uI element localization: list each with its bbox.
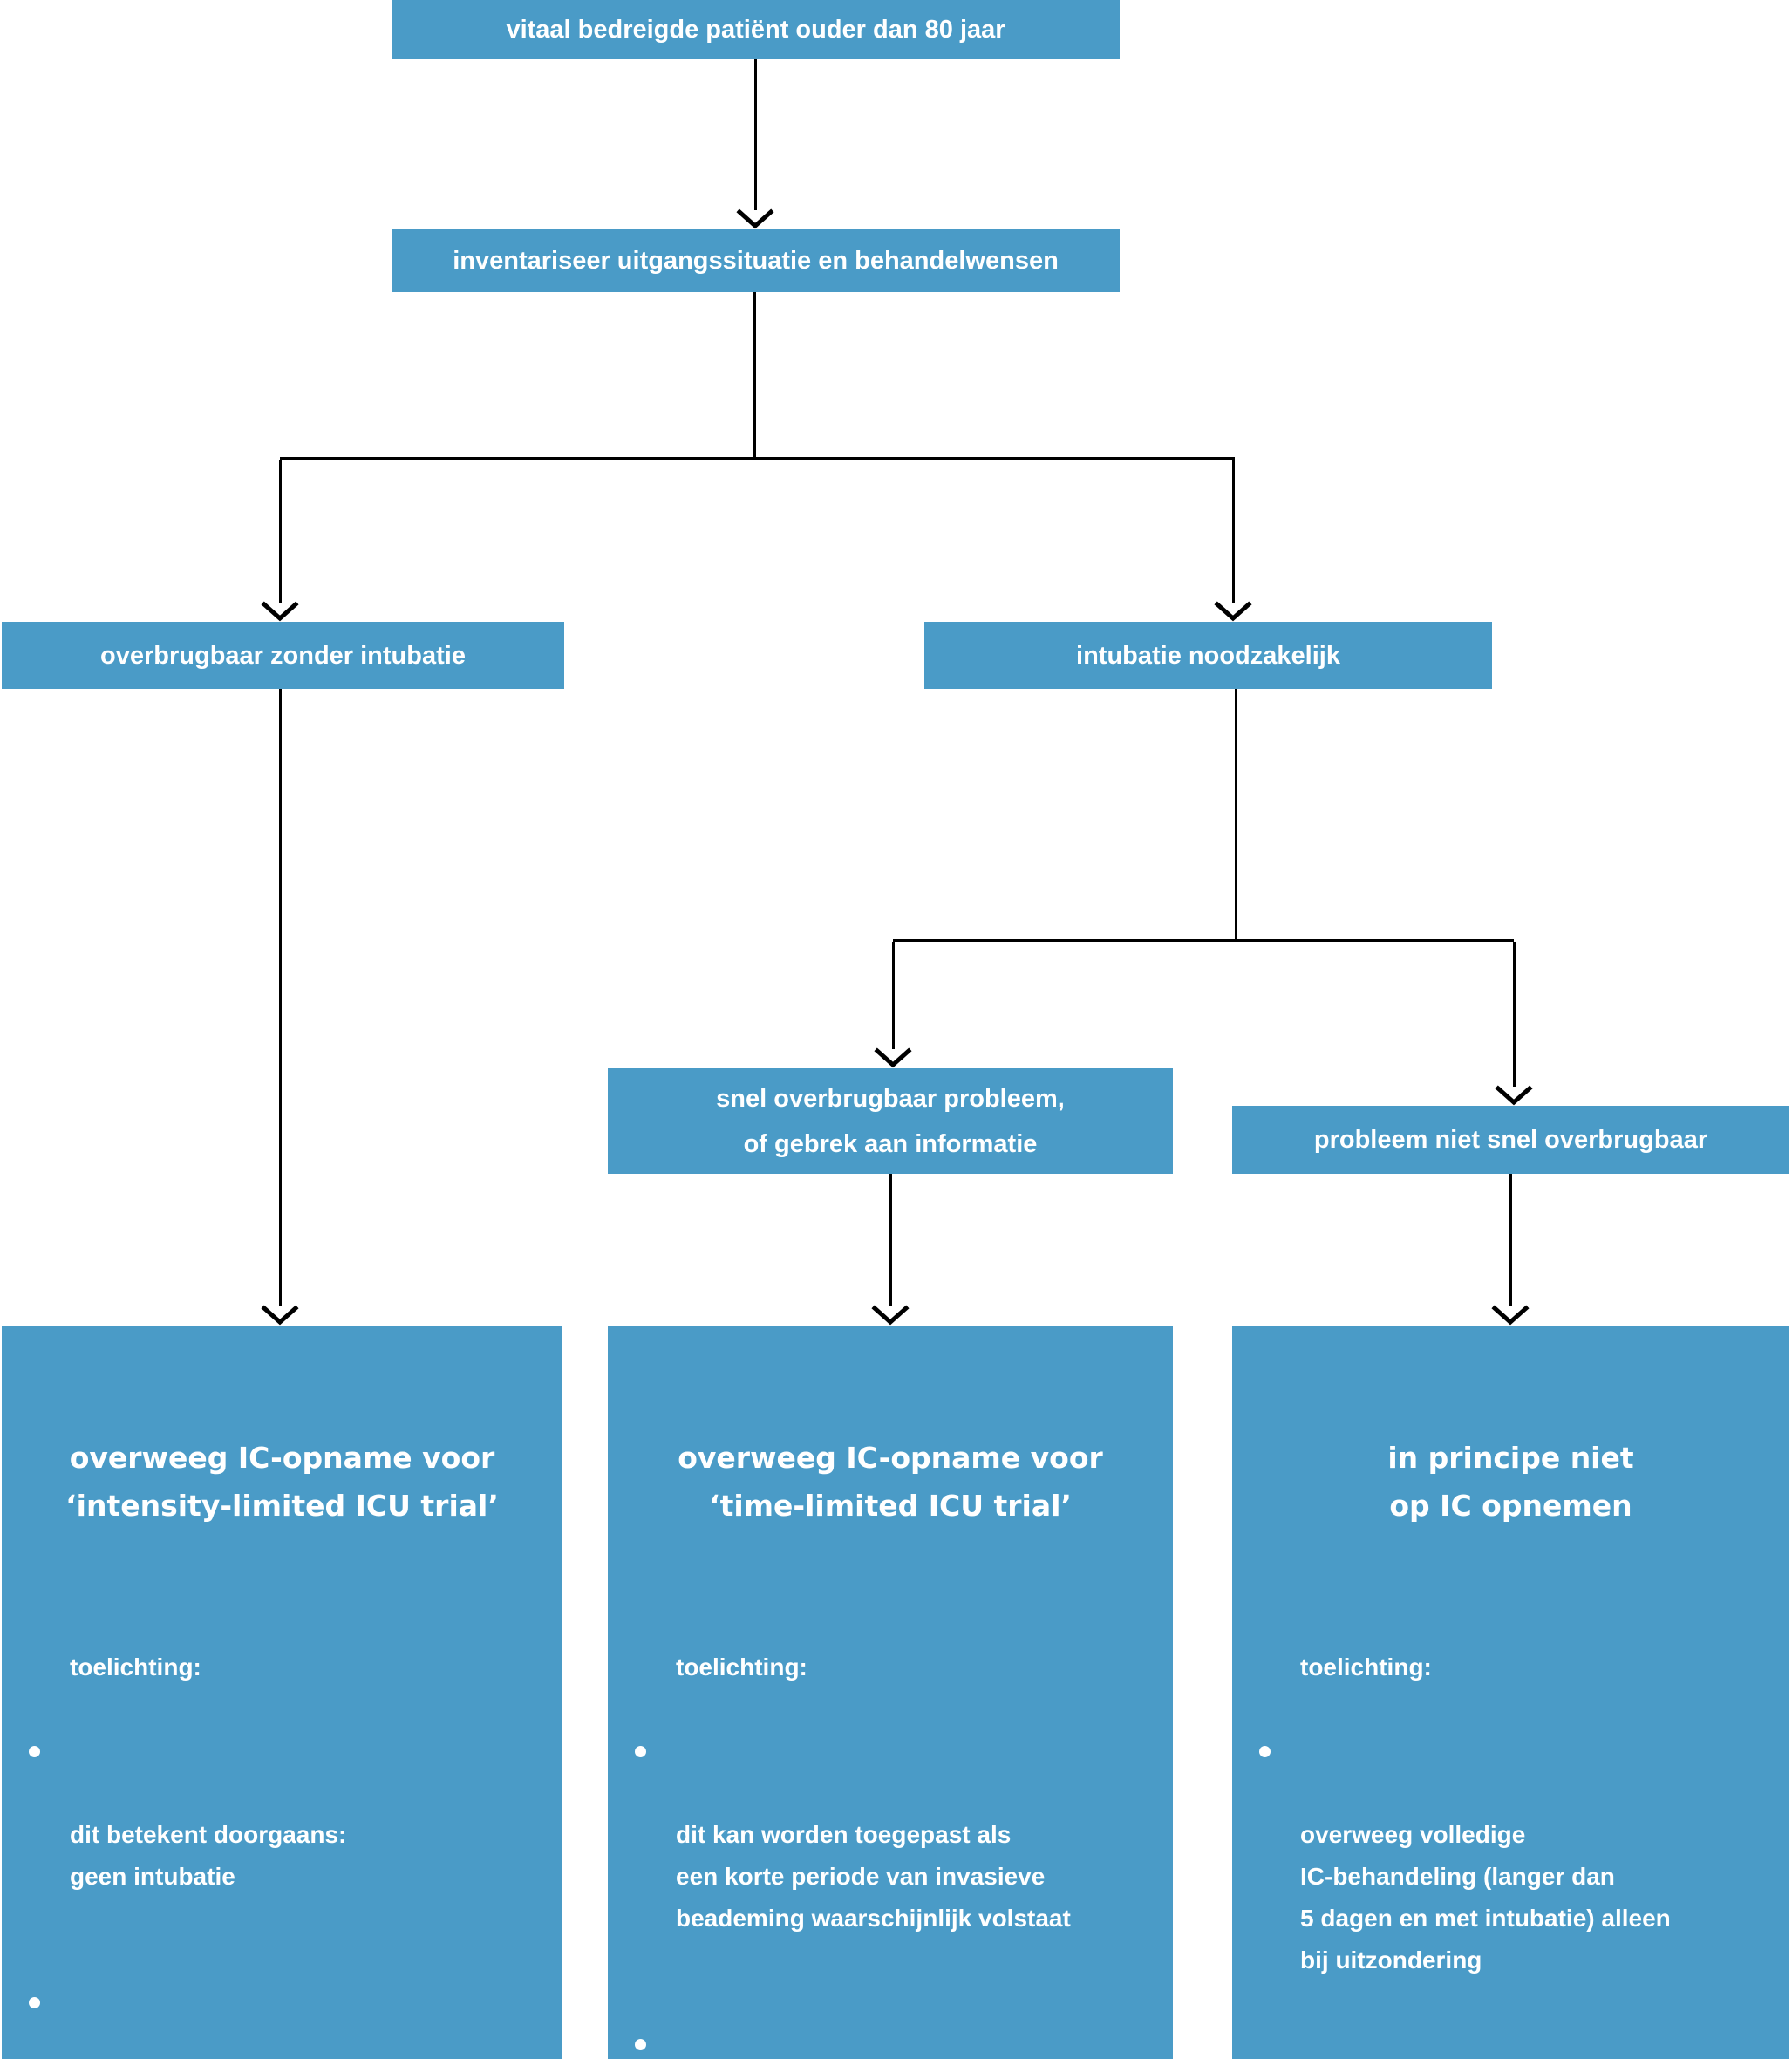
outcome-intensity-limited-trial: overweeg IC-opname voor ‘intensity-limit…: [2, 1326, 562, 2059]
node-assess: inventariseer uitgangssituatie en behand…: [392, 229, 1120, 292]
bullet-dot: [635, 2039, 646, 2050]
outcome-title: overweeg IC-opname voor ‘intensity-limit…: [65, 1441, 499, 1523]
bullet-text: dit betekent doorgaans: geen intubatie: [70, 1821, 347, 1890]
bullet-text: overweeg volledige IC-behandeling (lange…: [1300, 1821, 1671, 1974]
node-quickly-bridgeable-problem: snel overbrugbaar probleem, of gebrek aa…: [608, 1068, 1173, 1174]
note-label: toelichting:: [676, 1653, 807, 1681]
bullet-dot: [29, 1746, 40, 1757]
arrow-to-outcome-time-limited: [871, 1174, 910, 1326]
note-label: toelichting:: [1300, 1653, 1432, 1681]
arrow-head-icon: [1214, 601, 1252, 622]
arrow-shaft: [278, 460, 282, 603]
outcome-body: toelichting: overweeg volledige IC-behan…: [1232, 1605, 1789, 2066]
note-label: toelichting:: [70, 1653, 201, 1681]
arrow-head-icon: [874, 1047, 912, 1068]
arrow-shaft: [891, 942, 895, 1049]
arrow-shaft: [889, 1174, 892, 1306]
arrow-shaft: [1509, 1174, 1512, 1306]
node-intubation-necessary: intubatie noodzakelijk: [924, 622, 1492, 689]
arrow-shaft: [753, 59, 757, 210]
arrow-shaft: [278, 689, 282, 1306]
arrow-head-icon: [1495, 1085, 1533, 1106]
bullet-item: geef wel behandelingen als zuurstof (‘hi…: [29, 1981, 550, 2066]
bullet-dot: [1259, 1746, 1271, 1757]
bullet-dot: [29, 1997, 40, 2008]
arrow-root-to-assess: [736, 59, 774, 229]
bullet-item: overweeg volledige IC-behandeling (lange…: [1259, 1730, 1777, 2023]
arrow-to-not-quickly-bridgeable: [1495, 942, 1533, 1106]
connector-intubation-down: [1235, 689, 1237, 942]
outcome-body: toelichting: dit kan worden toegepast al…: [608, 1605, 1173, 2066]
arrow-to-outcome-intensity-limited: [261, 689, 299, 1326]
node-bridgeable-without-intubation: overbrugbaar zonder intubatie: [2, 622, 564, 689]
arrow-head-icon: [736, 208, 774, 229]
outcome-title: overweeg IC-opname voor ‘time-limited IC…: [678, 1441, 1103, 1523]
bullet-text: dit kan worden toegepast als een korte p…: [676, 1821, 1071, 1932]
connector-branch1-horizontal: [280, 457, 1235, 460]
arrow-head-icon: [1491, 1305, 1530, 1326]
arrow-head-icon: [261, 1305, 299, 1326]
arrow-to-bridgeable-without-intubation: [261, 460, 299, 622]
arrow-to-intubation-necessary: [1214, 460, 1252, 622]
bullet-item: dit betekent doorgaans: geen intubatie: [29, 1730, 550, 1940]
bullet-item: dit kan ook worden toegepast bij gebrek …: [635, 2023, 1161, 2066]
arrow-head-icon: [261, 601, 299, 622]
arrow-to-quickly-bridgeable: [874, 942, 912, 1068]
connector-branch2-horizontal: [893, 939, 1514, 942]
arrow-to-outcome-no-icu: [1491, 1174, 1530, 1326]
arrow-shaft: [1512, 942, 1516, 1087]
node-root: vitaal bedreigde patiënt ouder dan 80 ja…: [392, 0, 1120, 59]
outcome-body: toelichting: dit betekent doorgaans: gee…: [2, 1605, 562, 2066]
arrow-shaft: [1231, 460, 1235, 603]
arrow-head-icon: [871, 1305, 910, 1326]
connector-assess-down: [753, 292, 756, 460]
outcome-no-icu-admission: in principe niet op IC opnemen toelichti…: [1232, 1326, 1789, 2059]
bullet-dot: [635, 1746, 646, 1757]
outcome-title: in principe niet op IC opnemen: [1387, 1441, 1634, 1523]
bullet-item: dit kan worden toegepast als een korte p…: [635, 1730, 1161, 1981]
outcome-time-limited-trial: overweeg IC-opname voor ‘time-limited IC…: [608, 1326, 1173, 2059]
node-problem-not-quickly-bridgeable: probleem niet snel overbrugbaar: [1232, 1106, 1789, 1174]
